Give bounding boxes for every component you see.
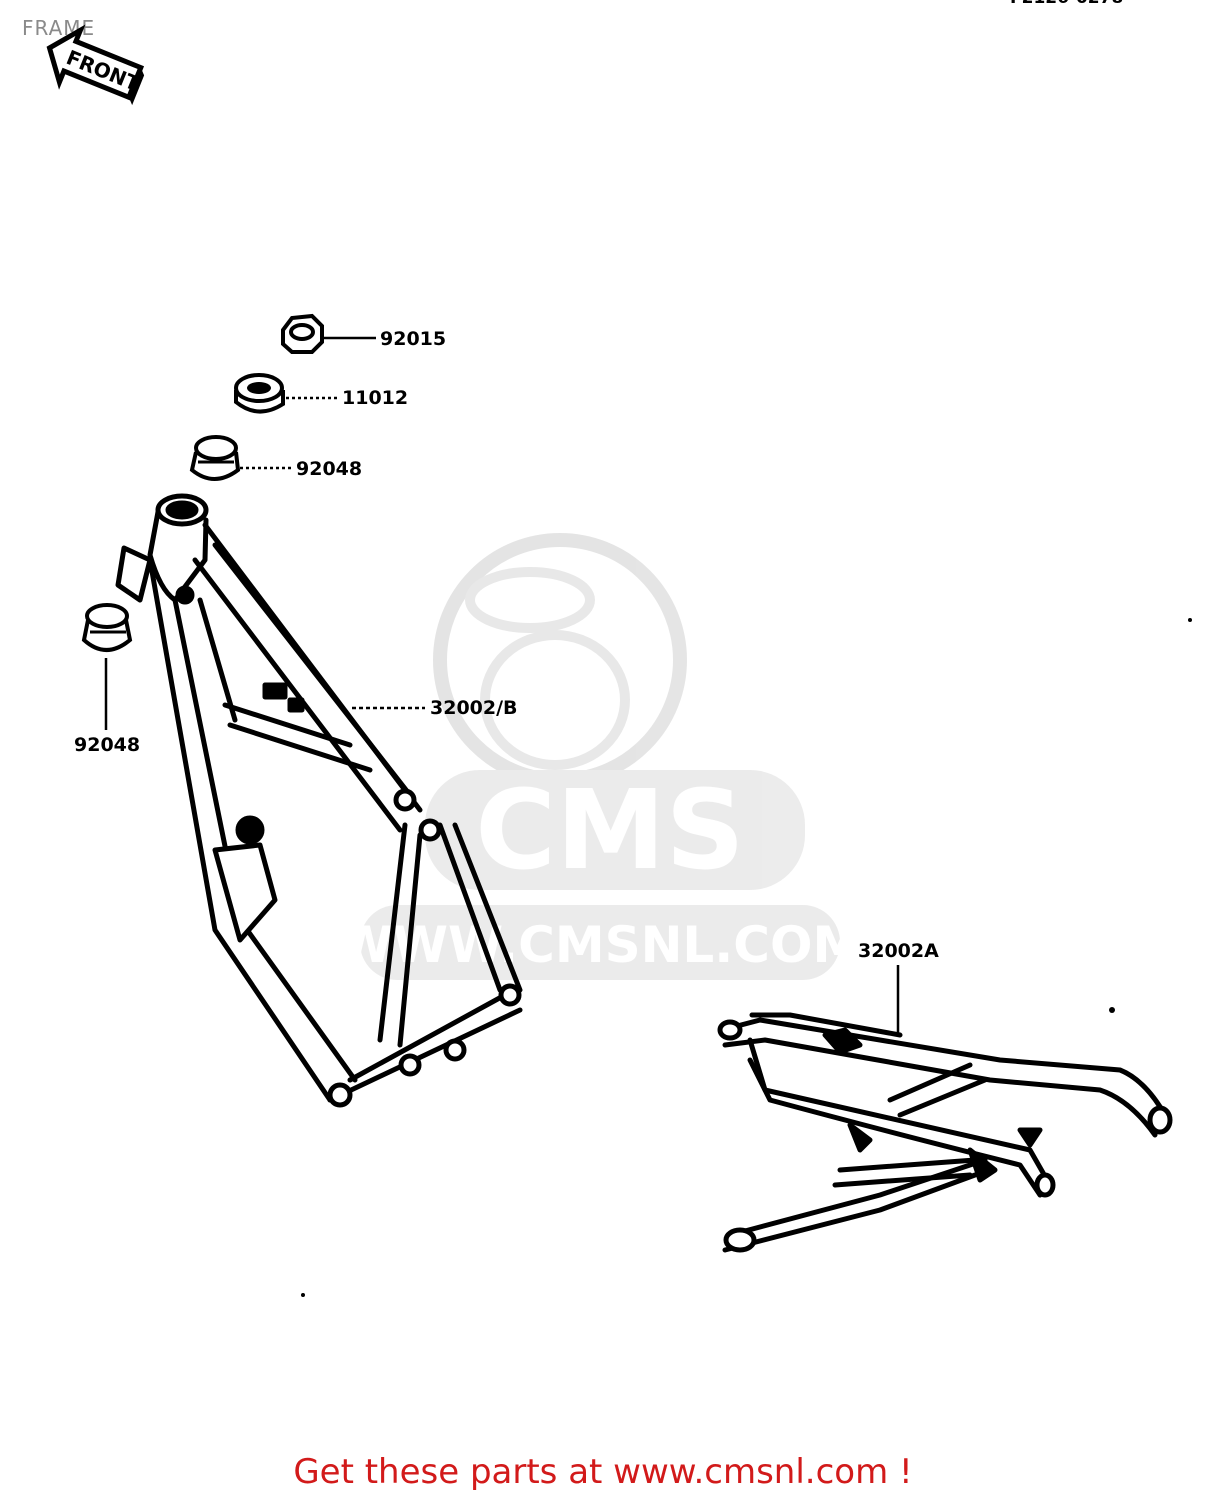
part-label-32002A: 32002A [858,940,939,962]
part-92048-top-bushing [189,435,292,481]
front-direction-arrow-icon: FRONT [46,24,145,106]
part-11012-bearing [234,373,338,414]
part-label-92048-left: 92048 [74,734,141,756]
cms-watermark: CMS WWW.CMSNL.COM [338,533,863,980]
footer-link[interactable]: Get these parts at www.cmsnl.com ! [293,1452,913,1492]
part-label-32002B: 32002/B [430,697,518,719]
part-label-92048-top: 92048 [296,458,363,480]
watermark-brand: CMS [475,766,744,894]
watermark-url: WWW.CMSNL.COM [338,916,863,974]
part-32002B-main-frame [115,493,523,1108]
reference-code: F2126-0278 [1010,0,1123,8]
part-92015-nut [281,313,376,354]
part-label-92015: 92015 [380,328,447,350]
part-label-11012: 11012 [342,387,409,409]
part-32002A-sub-frame [717,1012,1173,1253]
part-92048-left-bushing [81,603,133,730]
